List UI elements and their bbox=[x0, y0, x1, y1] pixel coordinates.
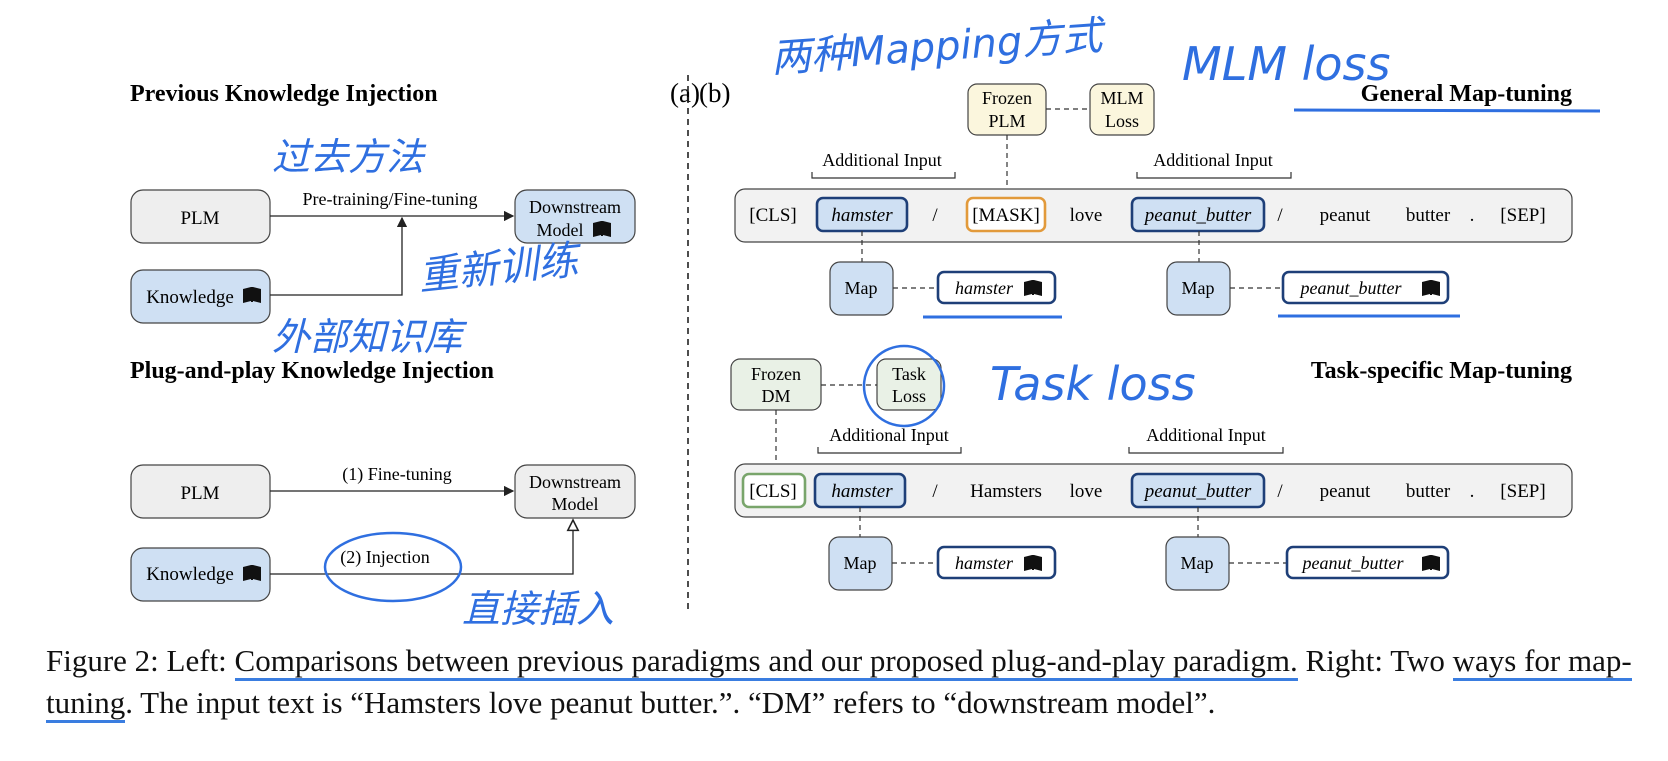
general-token-3: [MASK] bbox=[972, 205, 1040, 226]
task-token-5: peanut_butter bbox=[1143, 481, 1252, 502]
annotation-external-kb: 外部知识库 bbox=[272, 315, 468, 359]
task-token-7: peanut bbox=[1320, 481, 1371, 502]
pp-edge1-label: (1) Fine-tuning bbox=[342, 464, 452, 485]
task-loss-line1: Task bbox=[892, 364, 926, 384]
general-additional-input-2: Additional Input bbox=[1153, 150, 1273, 170]
task-token-6: / bbox=[1277, 481, 1283, 502]
previous-title: Previous Knowledge Injection bbox=[130, 81, 438, 107]
pp-edge2-label: (2) Injection bbox=[340, 547, 429, 568]
task-additional-input-1: Additional Input bbox=[829, 425, 949, 445]
task-token-3: Hamsters bbox=[970, 481, 1042, 502]
plugplay-title: Plug-and-play Knowledge Injection bbox=[130, 358, 494, 384]
figure-caption: Figure 2: Left: Comparisons between prev… bbox=[46, 640, 1646, 724]
task-token-8: butter bbox=[1406, 481, 1451, 502]
prev-knowledge-label: Knowledge bbox=[146, 287, 234, 308]
panel-label-a: (a) bbox=[670, 78, 700, 108]
general-token-6: / bbox=[1277, 205, 1283, 226]
pp-injection-arrow bbox=[270, 520, 573, 575]
general-token-0: [CLS] bbox=[749, 205, 797, 226]
general-token-4: love bbox=[1070, 205, 1103, 226]
task-token-row: [CLS] hamster / Hamsters love peanut_butter / p… bbox=[749, 481, 1545, 502]
caption-prefix: Figure 2: Left: bbox=[46, 643, 235, 678]
general-token-7: peanut bbox=[1320, 205, 1371, 226]
caption-underlined-1: Comparisons between previous paradigms a… bbox=[234, 643, 1298, 681]
book-icon bbox=[593, 221, 611, 237]
task-token-0: [CLS] bbox=[749, 481, 797, 502]
task-kb2-label: peanut_butter bbox=[1301, 553, 1405, 573]
prev-knowledge-box bbox=[130, 269, 271, 324]
caption-underlined-2: ways for map-tuning bbox=[46, 643, 1632, 723]
task-token-9: . bbox=[1470, 481, 1475, 502]
frozen-dm-line2: DM bbox=[761, 386, 790, 406]
prev-edge-label: Pre-training/Fine-tuning bbox=[303, 189, 478, 209]
book-icon bbox=[1024, 280, 1042, 296]
figure: (a) Previous Knowledge Injection PLM Kno… bbox=[130, 13, 1601, 631]
general-token-8: butter bbox=[1406, 205, 1451, 226]
frozen-dm-line1: Frozen bbox=[751, 364, 801, 384]
annotation-direct-insert: 直接插入 bbox=[462, 587, 614, 631]
general-token-5: peanut_butter bbox=[1143, 205, 1252, 226]
task-map2-label: Map bbox=[1181, 553, 1214, 573]
general-token-2: / bbox=[932, 205, 938, 226]
general-kb1-label: hamster bbox=[955, 278, 1014, 298]
general-map1-label: Map bbox=[845, 278, 878, 298]
book-icon bbox=[243, 287, 261, 303]
general-token-box-mask bbox=[965, 196, 1047, 233]
mlm-loss-line2: Loss bbox=[1105, 111, 1139, 131]
caption-rest: . The input text is “Hamsters love peanu… bbox=[125, 685, 1216, 720]
task-loss-line2: Loss bbox=[892, 386, 926, 406]
task-map1-label: Map bbox=[844, 553, 877, 573]
caption-middle: Right: Two bbox=[1297, 643, 1453, 678]
annotation-task-loss: Task loss bbox=[990, 357, 1196, 411]
general-token-box-peanut-butter bbox=[1130, 196, 1266, 233]
general-title: General Map-tuning bbox=[1361, 81, 1572, 107]
task-token-10: [SEP] bbox=[1500, 481, 1545, 502]
annotation-underline-general bbox=[1293, 108, 1601, 113]
annotation-two-mapping: 两种Mapping方式 bbox=[769, 13, 1108, 82]
pp-downstream-box bbox=[514, 464, 636, 519]
task-token-4: love bbox=[1070, 481, 1103, 502]
general-token-10: [SEP] bbox=[1500, 205, 1545, 226]
general-token-1: hamster bbox=[831, 205, 893, 226]
mlm-loss-box bbox=[1089, 83, 1155, 136]
prev-downstream-line1: Downstream bbox=[529, 197, 621, 217]
prev-downstream-line2: Model bbox=[537, 220, 584, 240]
task-token-1: hamster bbox=[831, 481, 893, 502]
prev-knowledge-arrow bbox=[270, 216, 408, 296]
prev-plm-label: PLM bbox=[180, 208, 219, 229]
book-icon bbox=[1422, 555, 1440, 571]
general-map2-label: Map bbox=[1182, 278, 1215, 298]
book-icon bbox=[243, 565, 261, 581]
book-icon bbox=[1422, 280, 1440, 296]
general-bracket-1 bbox=[811, 172, 956, 179]
task-kb2-box bbox=[1285, 545, 1450, 580]
pp-knowledge-label: Knowledge bbox=[146, 564, 234, 585]
task-title: Task-specific Map-tuning bbox=[1311, 358, 1572, 384]
pp-downstream-line2: Model bbox=[552, 494, 599, 514]
annotation-circle-injection bbox=[323, 531, 463, 603]
task-bracket-2 bbox=[1128, 447, 1284, 454]
task-additional-input-2: Additional Input bbox=[1146, 425, 1266, 445]
general-token-row: [CLS] hamster / [MASK] love peanut_butter / pea… bbox=[749, 205, 1545, 226]
annotation-retrain: 重新训练 bbox=[416, 237, 585, 300]
book-icon bbox=[1024, 555, 1042, 571]
annotation-circle-task-loss bbox=[862, 344, 946, 428]
task-token-2: / bbox=[932, 481, 938, 502]
mlm-loss-line1: MLM bbox=[1100, 88, 1143, 108]
frozen-plm-line1: Frozen bbox=[982, 88, 1032, 108]
pp-downstream-line1: Downstream bbox=[529, 472, 621, 492]
general-additional-input-1: Additional Input bbox=[822, 150, 942, 170]
task-token-box-cls bbox=[741, 472, 807, 509]
general-kb2-label: peanut_butter bbox=[1299, 278, 1403, 298]
frozen-plm-line2: PLM bbox=[988, 111, 1025, 131]
task-bracket-1 bbox=[817, 447, 962, 454]
general-token-9: . bbox=[1470, 205, 1475, 226]
pp-plm-label: PLM bbox=[180, 483, 219, 504]
panel-label-b: (b) bbox=[699, 78, 730, 108]
annotation-past-method: 过去方法 bbox=[272, 135, 427, 179]
general-kb2-box bbox=[1281, 270, 1450, 305]
task-kb1-label: hamster bbox=[955, 553, 1014, 573]
general-bracket-2 bbox=[1136, 172, 1292, 179]
annotation-mlm-loss: MLM loss bbox=[1182, 37, 1390, 91]
